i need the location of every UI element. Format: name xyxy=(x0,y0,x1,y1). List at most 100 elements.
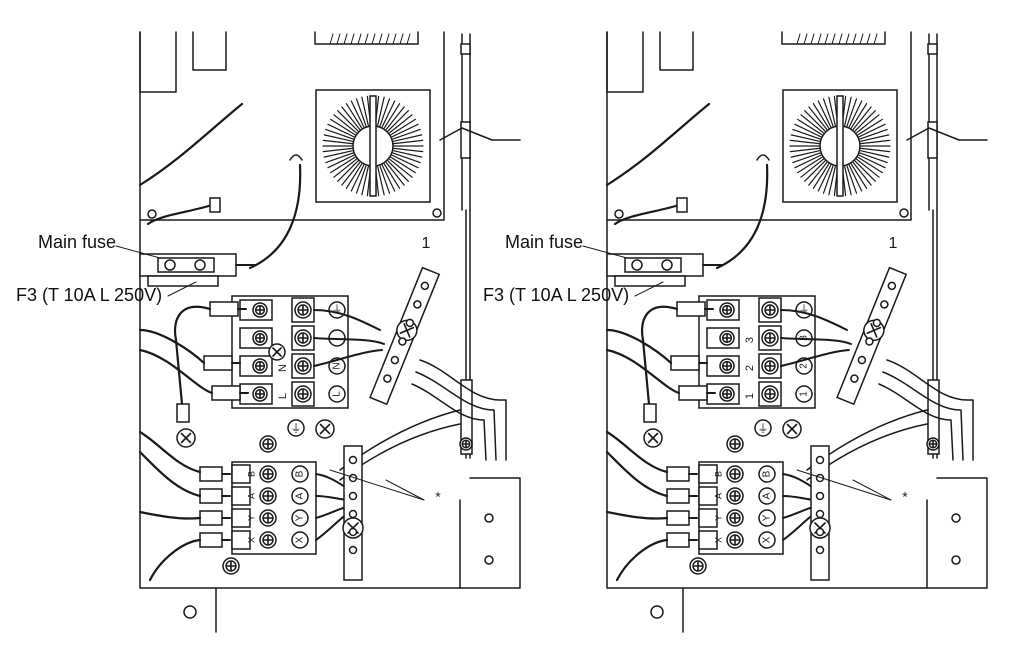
housing-top-box xyxy=(606,31,912,221)
fan-fin xyxy=(800,114,825,134)
top-fan-fin xyxy=(873,33,878,45)
fuse-cap xyxy=(194,259,206,271)
wire-power-b xyxy=(138,348,214,395)
fan-fin xyxy=(857,118,883,136)
fan-fin xyxy=(322,139,353,145)
top-fan-fin xyxy=(364,33,369,45)
signal-spade-cell xyxy=(698,486,718,506)
side-label-1: 1 xyxy=(744,393,756,399)
fan-fin xyxy=(792,152,821,164)
clip-hook xyxy=(756,154,770,161)
signal-label-circle xyxy=(291,509,309,527)
top-fan-fin xyxy=(845,33,850,45)
top-fan-fin xyxy=(803,33,808,45)
spade-screw-icon xyxy=(719,358,735,374)
top-fan-fin xyxy=(406,33,411,45)
fan-fin xyxy=(812,163,830,189)
clamp-hole xyxy=(348,509,358,519)
signal-wire xyxy=(148,538,202,582)
fan-fin xyxy=(855,114,880,134)
top-fan-fin xyxy=(810,33,815,45)
plug-body xyxy=(666,488,690,504)
ground-lug xyxy=(176,403,190,423)
signal-side-label: Y xyxy=(246,515,256,521)
signal-screw-icon xyxy=(726,531,744,549)
fan-fin xyxy=(325,128,354,140)
spade-screw-icon xyxy=(252,330,268,346)
clamp-hole xyxy=(420,281,430,291)
fuse-rating-leader xyxy=(167,281,197,297)
ground-symbol-circle xyxy=(754,419,772,437)
fan-fin xyxy=(345,103,363,129)
cable-bundle xyxy=(411,383,487,461)
fan-fin xyxy=(804,160,826,182)
clamp-hole xyxy=(815,509,825,519)
terminal-label: N xyxy=(332,362,343,369)
fan-fin xyxy=(852,161,872,186)
fuse-cap xyxy=(631,259,643,271)
signal-screw-icon xyxy=(259,487,277,505)
plug-body xyxy=(199,488,223,504)
block-mount-screw-icon xyxy=(726,435,744,453)
screw-slot-b xyxy=(786,423,798,435)
fuse-base xyxy=(147,275,219,287)
fan-fin xyxy=(844,96,852,127)
panel-screw xyxy=(614,209,624,219)
fan-fin xyxy=(391,154,419,169)
signal-wire-plug xyxy=(666,466,698,482)
top-fan-fin xyxy=(357,33,362,45)
fan-fin xyxy=(790,150,821,158)
fan-fin xyxy=(797,156,823,174)
fan-fin xyxy=(392,152,421,164)
asterisk-mark: * xyxy=(435,489,441,505)
signal-wire-plug xyxy=(666,510,698,526)
fan-fin xyxy=(812,103,830,129)
fan-fin xyxy=(854,110,876,132)
fan-fin xyxy=(337,160,359,182)
terminal-label: L xyxy=(332,391,343,397)
fan-fin xyxy=(797,118,823,136)
top-fan-fin xyxy=(350,33,355,45)
fan-fin xyxy=(333,158,358,178)
fan-fin xyxy=(322,147,353,153)
signal-side-label: X xyxy=(713,537,723,543)
clamp-hole xyxy=(398,337,407,346)
fuse-base xyxy=(614,275,686,287)
fan-fin xyxy=(848,164,863,192)
signal-spade-cell xyxy=(231,530,251,550)
ground-symbol: ⏚ xyxy=(758,422,769,435)
fan-fin xyxy=(350,100,365,128)
fan-fin xyxy=(817,164,832,192)
signal-label-circle xyxy=(758,531,776,549)
cable-clamp-upper xyxy=(369,266,441,406)
center-screw-icon xyxy=(268,343,286,361)
signal-side-label: X xyxy=(246,537,256,543)
wire-plug xyxy=(211,385,249,401)
fan-fin xyxy=(333,114,358,134)
fan-fin xyxy=(857,156,883,174)
ground-screw-icon xyxy=(643,428,663,448)
clamp-hole xyxy=(348,545,358,555)
signal-side-label: Y xyxy=(713,515,723,521)
bracket-hole xyxy=(951,555,961,565)
clamp-hole xyxy=(383,374,392,383)
ground-screw-icon xyxy=(315,419,335,439)
fan-fin xyxy=(860,147,891,153)
plug-body xyxy=(678,385,708,401)
housing-bottom-left xyxy=(139,559,217,633)
wire-to-clamp xyxy=(313,349,383,367)
plug-body xyxy=(209,301,239,317)
wire-ground xyxy=(641,305,679,406)
fan-fin xyxy=(325,152,354,164)
fan-fin xyxy=(379,98,391,127)
signal-label-circle xyxy=(758,487,776,505)
signal-screw-icon xyxy=(726,509,744,527)
ground-symbol: ⏚ xyxy=(291,422,302,435)
clamp-hole xyxy=(348,491,358,501)
signal-side-label: B xyxy=(713,471,723,477)
top-fan-fin xyxy=(392,33,397,45)
fuse-rating-label-left: F3 (T 10A L 250V) xyxy=(16,285,163,305)
terminal-screw-icon xyxy=(761,357,779,375)
fan-fin xyxy=(361,96,369,127)
side-label-3: 3 xyxy=(744,337,756,343)
